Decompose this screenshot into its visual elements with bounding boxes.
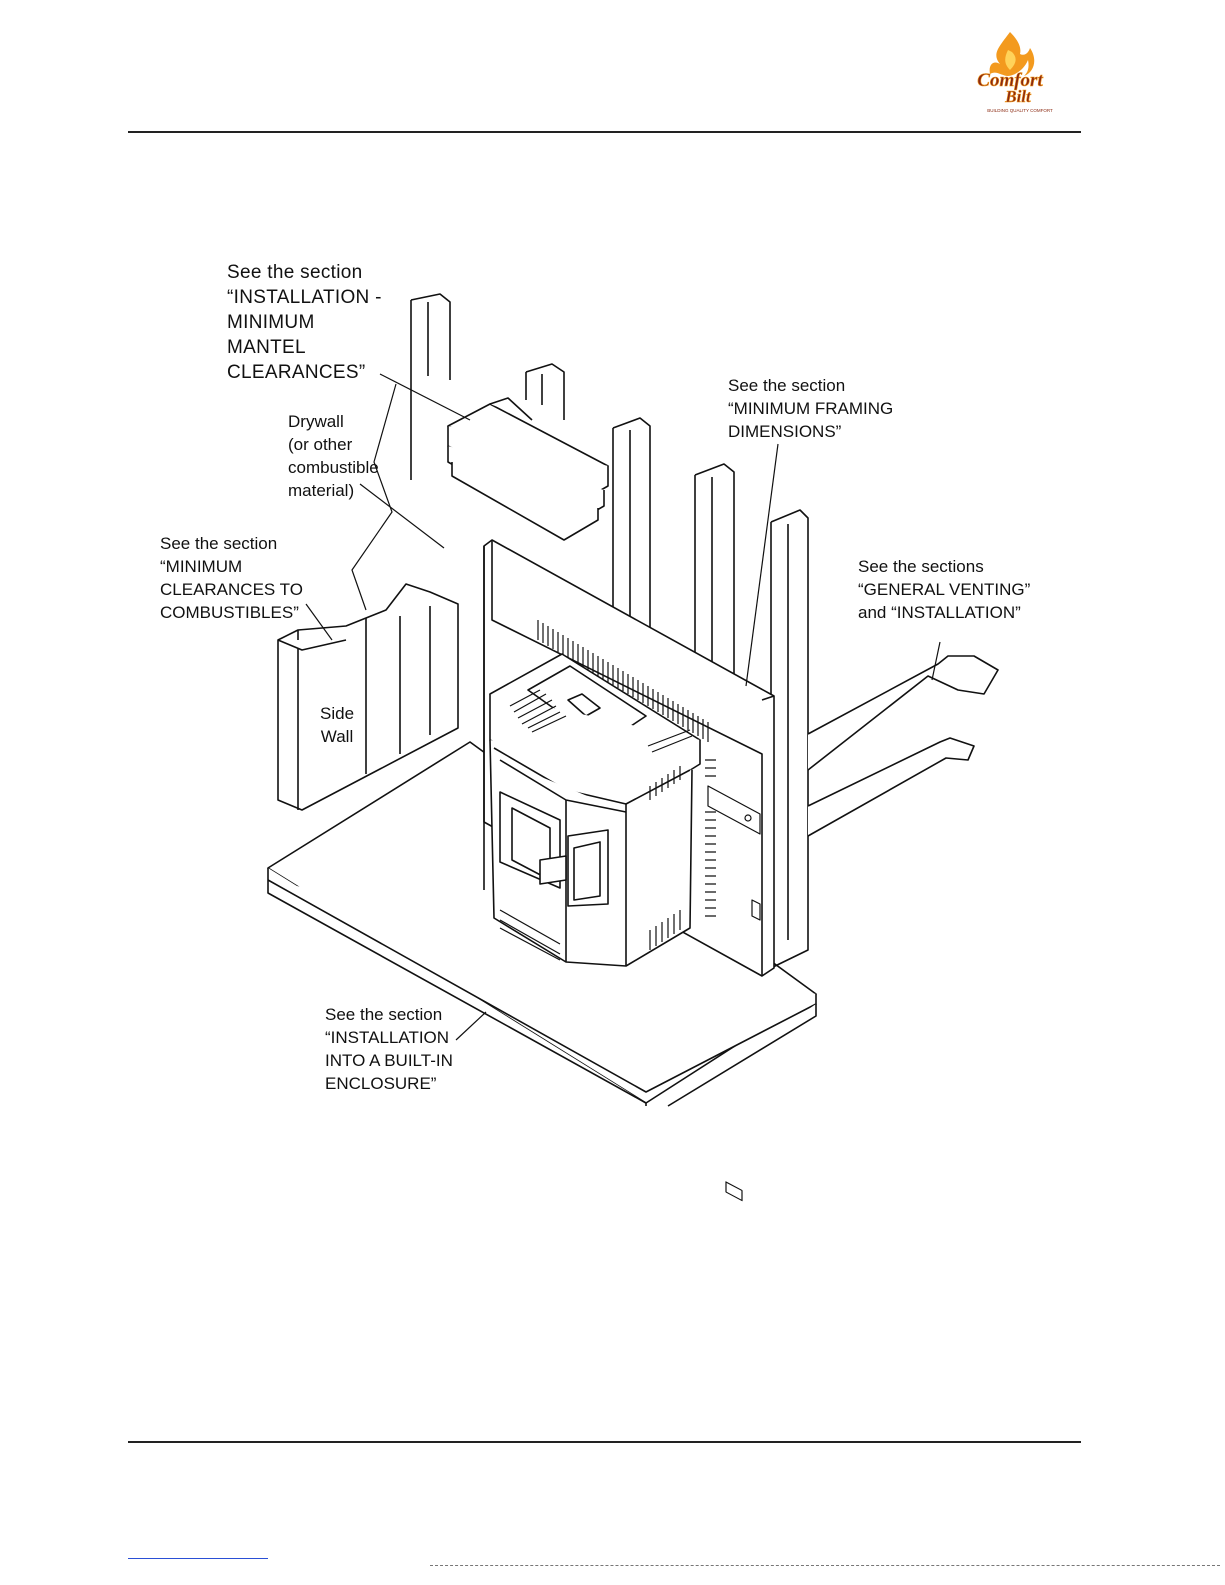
- louvers: [537, 620, 716, 917]
- footer-rule: [128, 1441, 1081, 1443]
- side-wall: [277, 583, 459, 811]
- comfort-bilt-logo: Comfort Bilt BUILDING QUALITY COMFORT: [977, 32, 1053, 113]
- leader-lines: [305, 373, 941, 1041]
- label-clearances-combustibles: See the section “MINIMUM CLEARANCES TO C…: [160, 534, 303, 622]
- label-mantel-clearances: See the section “INSTALLATION - MINIMUM …: [227, 262, 382, 383]
- mantel: [447, 397, 609, 541]
- control-panel: [707, 785, 761, 1202]
- logo-tagline: BUILDING QUALITY COMFORT: [987, 108, 1053, 113]
- header-rule: [128, 131, 1081, 133]
- label-built-in-enclosure: See the section “INSTALLATION INTO A BUI…: [325, 1005, 453, 1093]
- footer-dashed-rule: [430, 1565, 1220, 1566]
- logo-text-line1: Comfort: [977, 70, 1043, 91]
- footer-link-underline: [128, 1558, 268, 1559]
- label-side-wall: Side Wall: [320, 704, 355, 746]
- stove-vents: [499, 689, 693, 961]
- label-drywall: Drywall (or other combustible material): [288, 412, 379, 500]
- label-venting-installation: See the sections “GENERAL VENTING” and “…: [858, 557, 1031, 622]
- logo-text-line2: Bilt: [1004, 87, 1032, 106]
- label-framing-dimensions: See the section “MINIMUM FRAMING DIMENSI…: [728, 376, 894, 441]
- vent-pipes: [807, 655, 999, 837]
